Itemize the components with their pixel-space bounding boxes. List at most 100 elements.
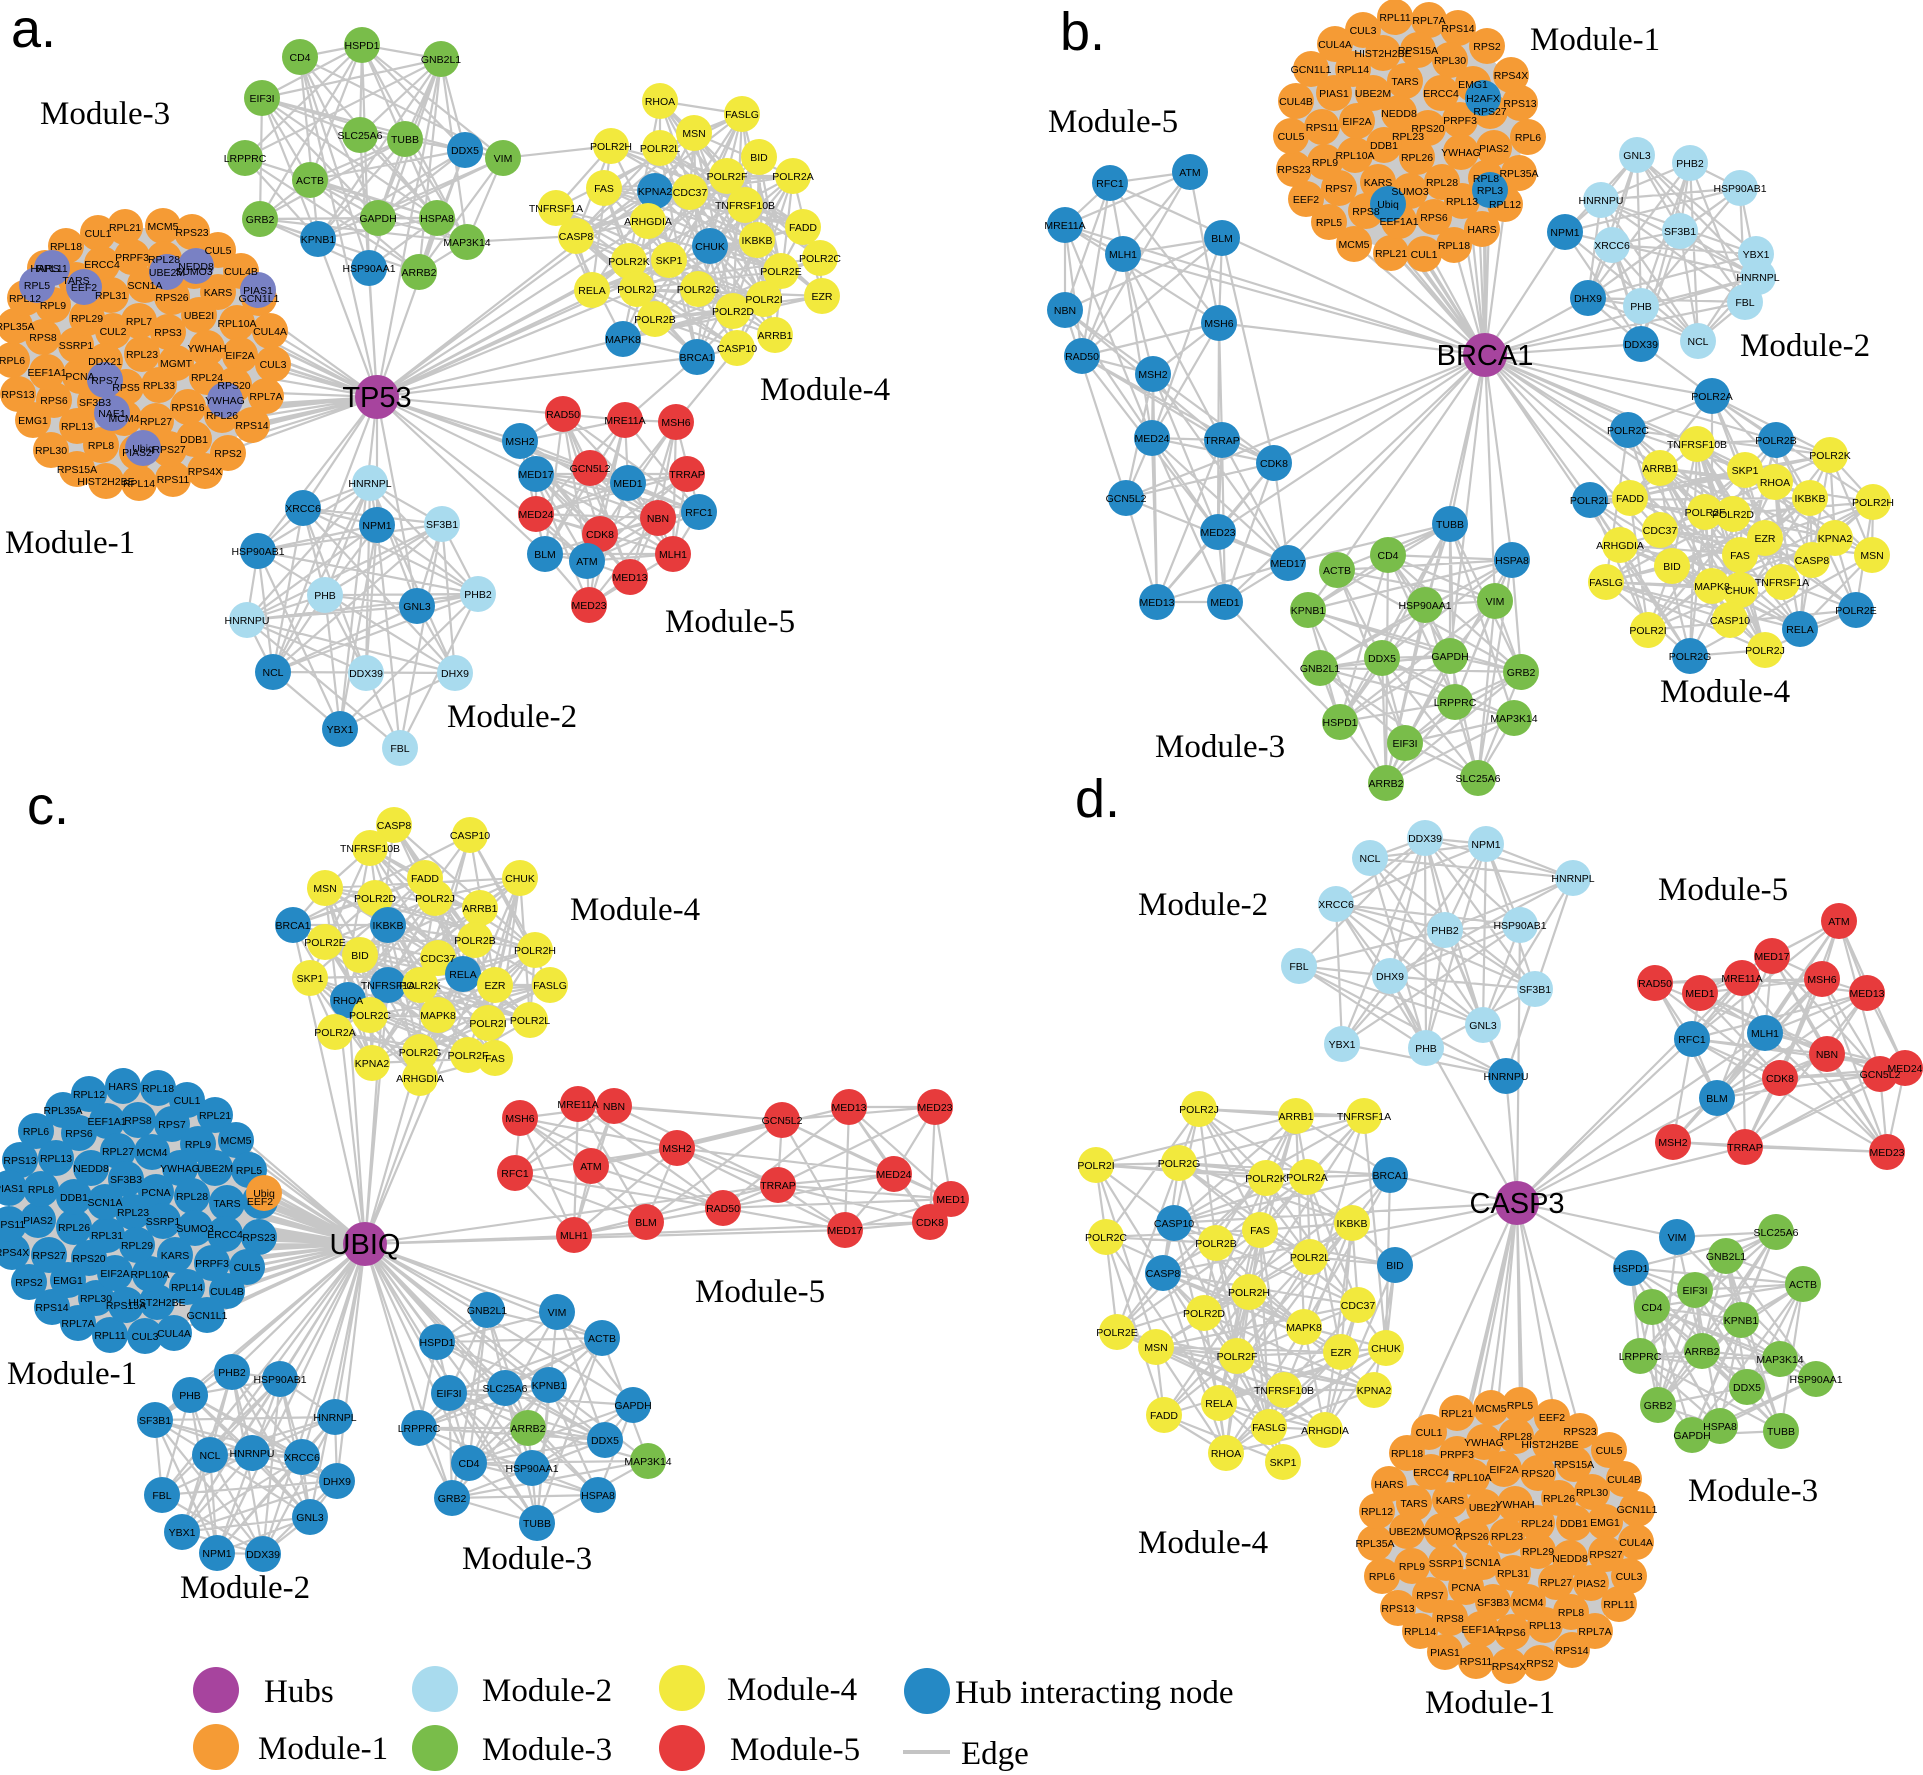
svg-text:IKBKB: IKBKB [742, 235, 773, 247]
svg-text:ARRB1: ARRB1 [462, 903, 497, 915]
svg-text:HNRNPL: HNRNPL [313, 1412, 356, 1424]
svg-text:MCM4: MCM4 [109, 413, 140, 425]
svg-text:CASP10: CASP10 [450, 830, 490, 842]
svg-text:VIM: VIM [1668, 1232, 1687, 1244]
svg-text:EIF2A: EIF2A [225, 350, 254, 362]
svg-text:POLR2K: POLR2K [1245, 1173, 1286, 1185]
svg-text:ATM: ATM [576, 556, 597, 568]
svg-text:HSP90AA1: HSP90AA1 [342, 263, 395, 275]
svg-text:MCM5: MCM5 [1476, 1403, 1507, 1415]
svg-text:RPL10A: RPL10A [1452, 1472, 1491, 1484]
svg-text:RPS14: RPS14 [1555, 1645, 1588, 1657]
svg-text:KARS: KARS [204, 287, 233, 299]
svg-text:POLR2C: POLR2C [1607, 425, 1649, 437]
svg-text:MLH1: MLH1 [1109, 249, 1137, 261]
svg-text:GRB2: GRB2 [438, 1493, 467, 1505]
svg-text:BLM: BLM [1706, 1093, 1728, 1105]
svg-text:RPL26: RPL26 [206, 410, 238, 422]
svg-text:CUL1: CUL1 [174, 1095, 201, 1107]
svg-text:SLC25A6: SLC25A6 [1456, 773, 1501, 785]
svg-text:FADD: FADD [1616, 493, 1644, 505]
svg-text:HSPD1: HSPD1 [1613, 1263, 1648, 1275]
svg-text:TUBB: TUBB [391, 134, 419, 146]
svg-text:MED23: MED23 [1869, 1147, 1904, 1159]
svg-text:POLR2D: POLR2D [712, 306, 754, 318]
svg-text:GCN5L2: GCN5L2 [570, 463, 611, 475]
svg-text:TRRAP: TRRAP [1727, 1142, 1763, 1154]
svg-text:DDX39: DDX39 [246, 1549, 280, 1561]
svg-text:HARS: HARS [108, 1081, 137, 1093]
svg-text:EEF2: EEF2 [71, 282, 97, 294]
svg-text:PIAS1: PIAS1 [243, 285, 273, 297]
svg-text:HSPD1: HSPD1 [419, 1337, 454, 1349]
svg-text:PHB2: PHB2 [1676, 158, 1704, 170]
svg-text:KPNA2: KPNA2 [355, 1058, 390, 1070]
svg-text:RPL23: RPL23 [1491, 1531, 1523, 1543]
svg-text:POLR2J: POLR2J [415, 893, 455, 905]
svg-text:POLR2D: POLR2D [1183, 1308, 1225, 1320]
svg-text:ARRB1: ARRB1 [757, 330, 792, 342]
svg-text:CUL4B: CUL4B [210, 1286, 244, 1298]
svg-text:MRE11A: MRE11A [1044, 220, 1085, 232]
svg-text:RELA: RELA [449, 969, 476, 981]
svg-text:RPL30: RPL30 [35, 445, 67, 457]
svg-text:POLR2D: POLR2D [1712, 509, 1754, 521]
svg-text:POLR2D: POLR2D [354, 893, 396, 905]
svg-text:SF3B1: SF3B1 [139, 1415, 171, 1427]
svg-text:POLR2C: POLR2C [1085, 1232, 1127, 1244]
svg-text:GNL3: GNL3 [296, 1512, 324, 1524]
svg-text:FADD: FADD [1150, 1410, 1178, 1422]
svg-text:Module-5: Module-5 [665, 604, 795, 640]
svg-text:RPS4X: RPS4X [1494, 70, 1528, 82]
svg-text:POLR2F: POLR2F [1217, 1351, 1258, 1363]
svg-text:RPS11: RPS11 [1460, 1656, 1493, 1668]
svg-text:LRPPRC: LRPPRC [224, 153, 267, 165]
svg-text:FADD: FADD [411, 873, 439, 885]
svg-text:POLR2B: POLR2B [1755, 435, 1796, 447]
svg-text:YBX1: YBX1 [1329, 1039, 1356, 1051]
svg-text:SUMO3: SUMO3 [176, 1223, 214, 1235]
svg-text:RPL35A: RPL35A [0, 321, 35, 333]
svg-text:RPL9: RPL9 [40, 300, 66, 312]
svg-text:ARRB2: ARRB2 [401, 267, 436, 279]
svg-text:UBE2I: UBE2I [184, 310, 214, 322]
svg-text:Module-1: Module-1 [1425, 1685, 1555, 1721]
svg-text:CHUK: CHUK [505, 873, 535, 885]
svg-text:RFC1: RFC1 [1096, 178, 1124, 190]
svg-text:RPL10A: RPL10A [1335, 150, 1374, 162]
svg-text:HARS: HARS [1374, 1479, 1403, 1491]
svg-text:RPL23: RPL23 [1392, 131, 1424, 143]
svg-text:ACTB: ACTB [1789, 1279, 1817, 1291]
svg-text:CUL2: CUL2 [100, 326, 127, 338]
svg-text:Module-5: Module-5 [1048, 104, 1178, 140]
svg-text:SCN1A: SCN1A [127, 280, 162, 292]
svg-text:RPL27: RPL27 [102, 1146, 134, 1158]
svg-text:KPNA2: KPNA2 [638, 186, 673, 198]
svg-text:EZR: EZR [1331, 1347, 1352, 1359]
svg-text:RPL8: RPL8 [1473, 173, 1499, 185]
svg-text:Ubiq: Ubiq [132, 443, 154, 455]
svg-text:POLR2A: POLR2A [772, 171, 813, 183]
svg-text:HIST2H2BE: HIST2H2BE [1521, 1439, 1578, 1451]
svg-text:MED17: MED17 [827, 1225, 862, 1237]
svg-text:HIST2H2BE: HIST2H2BE [1354, 48, 1411, 60]
svg-text:EZR: EZR [1755, 533, 1776, 545]
svg-text:YWHAG: YWHAG [1441, 147, 1481, 159]
svg-text:TRRAP: TRRAP [669, 469, 705, 481]
svg-text:NBN: NBN [1816, 1049, 1838, 1061]
svg-text:MAP3K14: MAP3K14 [443, 237, 490, 249]
svg-text:EEF2: EEF2 [247, 1196, 273, 1208]
svg-text:DHX9: DHX9 [323, 1476, 351, 1488]
svg-text:a.: a. [11, 0, 56, 59]
svg-text:HSP90AB1: HSP90AB1 [1713, 183, 1766, 195]
svg-text:BID: BID [351, 950, 369, 962]
svg-text:KPNA2: KPNA2 [1357, 1385, 1392, 1397]
svg-text:HNRNPL: HNRNPL [1551, 873, 1594, 885]
svg-text:RPS13: RPS13 [1381, 1603, 1414, 1615]
svg-text:CHUK: CHUK [1371, 1343, 1401, 1355]
svg-text:RFC1: RFC1 [1678, 1034, 1706, 1046]
svg-text:RPL6: RPL6 [0, 355, 25, 367]
svg-text:TARS: TARS [213, 1198, 240, 1210]
svg-text:SF3B3: SF3B3 [79, 397, 111, 409]
svg-text:HIST2H2BE: HIST2H2BE [77, 476, 134, 488]
